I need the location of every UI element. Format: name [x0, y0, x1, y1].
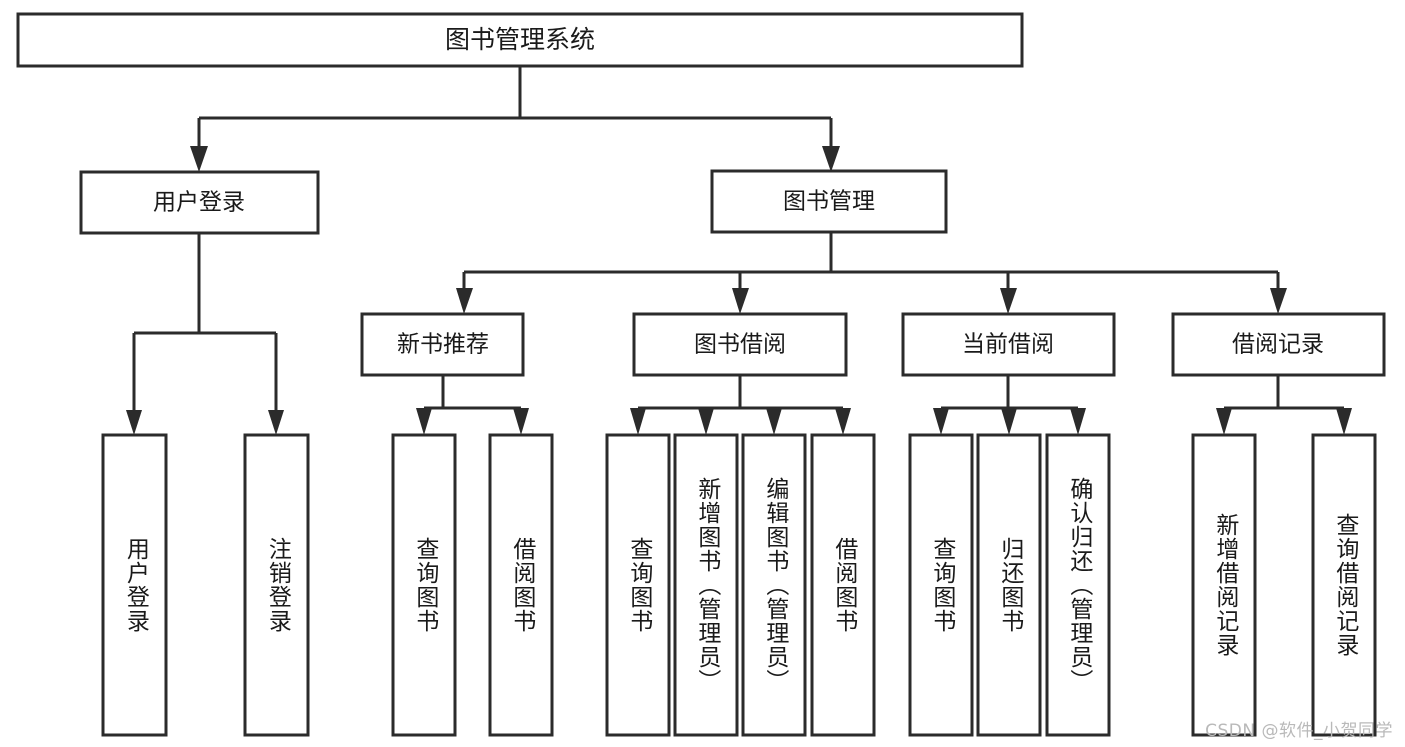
node-root-box[interactable] — [16, 12, 1024, 68]
arrow-head-leaf-user-logout — [268, 410, 284, 435]
arrow-head-leaf-add-record — [1216, 408, 1232, 435]
arrow-head-book-manage — [822, 146, 840, 172]
connector-layer — [126, 66, 1352, 435]
node-borrow-record-label: 借阅记录 — [1232, 332, 1324, 358]
node-root-label: 图书管理系统 — [445, 25, 595, 54]
arrow-head-leaf-query-record — [1336, 408, 1352, 435]
node-root[interactable]: 图书管理系统 — [16, 12, 1024, 68]
node-book-borrow-label: 图书借阅 — [694, 332, 786, 358]
leaf-query-book-3-box[interactable] — [908, 433, 974, 737]
leaf-add-record-box[interactable] — [1191, 433, 1257, 737]
arrow-head-leaf-confirm-return — [1070, 408, 1086, 435]
arrow-head-borrow-record — [1270, 288, 1287, 314]
node-current-borrow-label: 当前借阅 — [962, 332, 1054, 358]
arrow-head-leaf-return-book — [1001, 408, 1017, 435]
arrow-head-user-login — [190, 146, 208, 172]
arrow-head-leaf-query-book-2 — [630, 408, 646, 435]
node-borrow-record-box[interactable] — [1171, 312, 1386, 377]
leaf-return-book-box[interactable] — [976, 433, 1042, 737]
node-new-book-recommend-box[interactable] — [360, 312, 525, 377]
csdn-watermark: CSDN @软件_小贺同学 — [1205, 721, 1393, 741]
arrow-head-leaf-borrow-book-1 — [513, 408, 529, 435]
leaf-edit-book-box[interactable] — [741, 433, 807, 737]
leaf-query-book-2-box[interactable] — [605, 433, 671, 737]
node-user-login-label: 用户登录 — [153, 190, 245, 216]
node-current-borrow-box[interactable] — [901, 312, 1116, 377]
arrow-head-leaf-borrow-book-2 — [835, 408, 851, 435]
node-book-manage-label: 图书管理 — [783, 189, 875, 215]
node-book-borrow-box[interactable] — [632, 312, 848, 377]
leaf-borrow-book-1-box[interactable] — [488, 433, 554, 737]
node-book-manage[interactable]: 图书管理 — [710, 169, 948, 234]
arrow-head-leaf-query-book-3 — [933, 408, 949, 435]
node-new-book-recommend-label: 新书推荐 — [397, 332, 489, 358]
node-user-login[interactable]: 用户登录 — [79, 170, 320, 235]
leaf-query-book-1-box[interactable] — [391, 433, 457, 737]
leaf-user-logout-box[interactable] — [243, 433, 310, 737]
arrow-head-current-borrow — [1000, 288, 1017, 314]
node-borrow-record[interactable]: 借阅记录 — [1171, 312, 1386, 377]
node-user-login-box[interactable] — [79, 170, 320, 235]
leaf-user-login-box[interactable] — [101, 433, 168, 737]
leaf-confirm-return-box[interactable] — [1045, 433, 1111, 737]
arrow-head-new-book-recommend — [456, 288, 473, 314]
arrow-head-leaf-user-login — [126, 410, 142, 435]
node-new-book-recommend[interactable]: 新书推荐 — [360, 312, 525, 377]
node-book-borrow[interactable]: 图书借阅 — [632, 312, 848, 377]
leaf-borrow-book-2-box[interactable] — [810, 433, 876, 737]
node-current-borrow[interactable]: 当前借阅 — [901, 312, 1116, 377]
arrow-head-leaf-query-book-1 — [416, 408, 432, 435]
arrow-head-leaf-add-book — [698, 408, 714, 435]
leaf-box-layer — [101, 433, 1377, 737]
arrow-head-leaf-edit-book — [766, 408, 782, 435]
leaf-query-record-box[interactable] — [1311, 433, 1377, 737]
node-book-manage-box[interactable] — [710, 169, 948, 234]
arrow-head-book-borrow — [732, 288, 749, 314]
leaf-add-book-box[interactable] — [673, 433, 739, 737]
